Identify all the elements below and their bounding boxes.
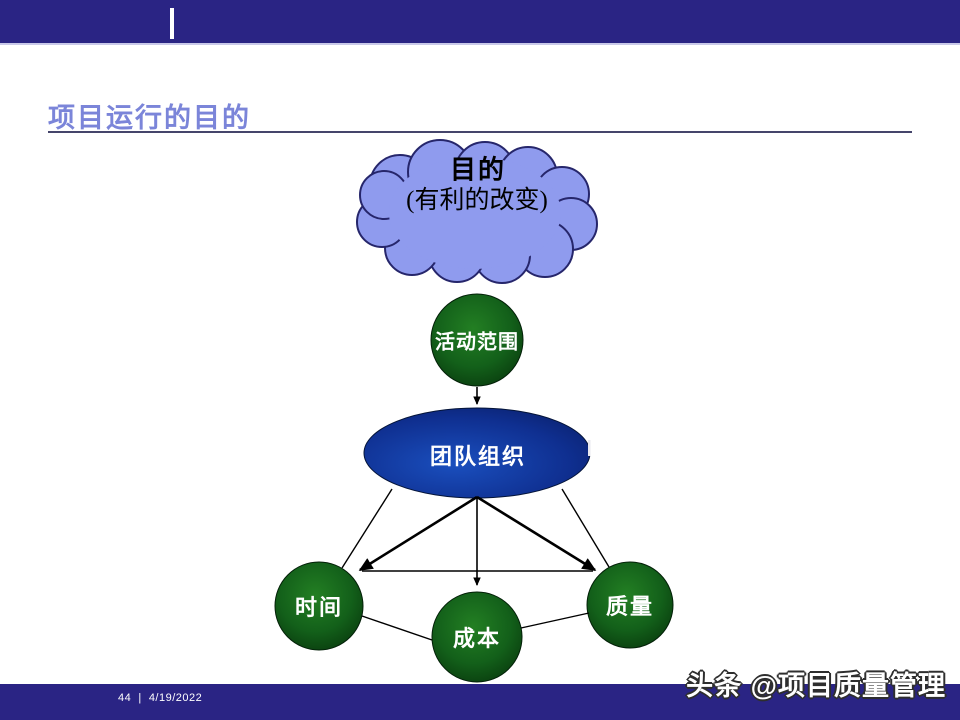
edge-cost-quality (520, 612, 590, 629)
arrow-team-to-time (358, 495, 478, 572)
edge-team-quality (561, 488, 610, 568)
edge-team-time (341, 488, 393, 569)
arrow-team-to-quality (476, 495, 597, 572)
team-node-label: 团队组织 (429, 444, 527, 469)
edge-time-cost (361, 615, 433, 641)
footer-page-date: 44 | 4/19/2022 (118, 692, 203, 704)
connector-lines (341, 387, 610, 641)
scope-node-label: 活动范围 (435, 331, 519, 354)
quality-node-circle (586, 561, 674, 649)
top-bar (0, 0, 960, 45)
title-underline (48, 131, 912, 133)
time-node-circle (274, 561, 364, 651)
goal-cloud (356, 139, 598, 284)
cost-node-label: 成本 (452, 626, 502, 651)
cloud-subtitle: (有利的改变) (406, 187, 548, 214)
cloud-title: 目的 (449, 155, 507, 185)
scope-node-circle (430, 293, 524, 387)
watermark: 头条 @项目质量管理 (686, 671, 946, 701)
text-cursor-mark (170, 8, 174, 39)
page-title: 项目运行的目的 (48, 103, 251, 133)
stray-cursor-mark (588, 440, 591, 456)
quality-node-label: 质量 (605, 594, 655, 619)
footer-bar: 44 | 4/19/2022 (0, 684, 960, 720)
time-node-label: 时间 (294, 595, 344, 620)
cost-node-circle (431, 591, 523, 683)
